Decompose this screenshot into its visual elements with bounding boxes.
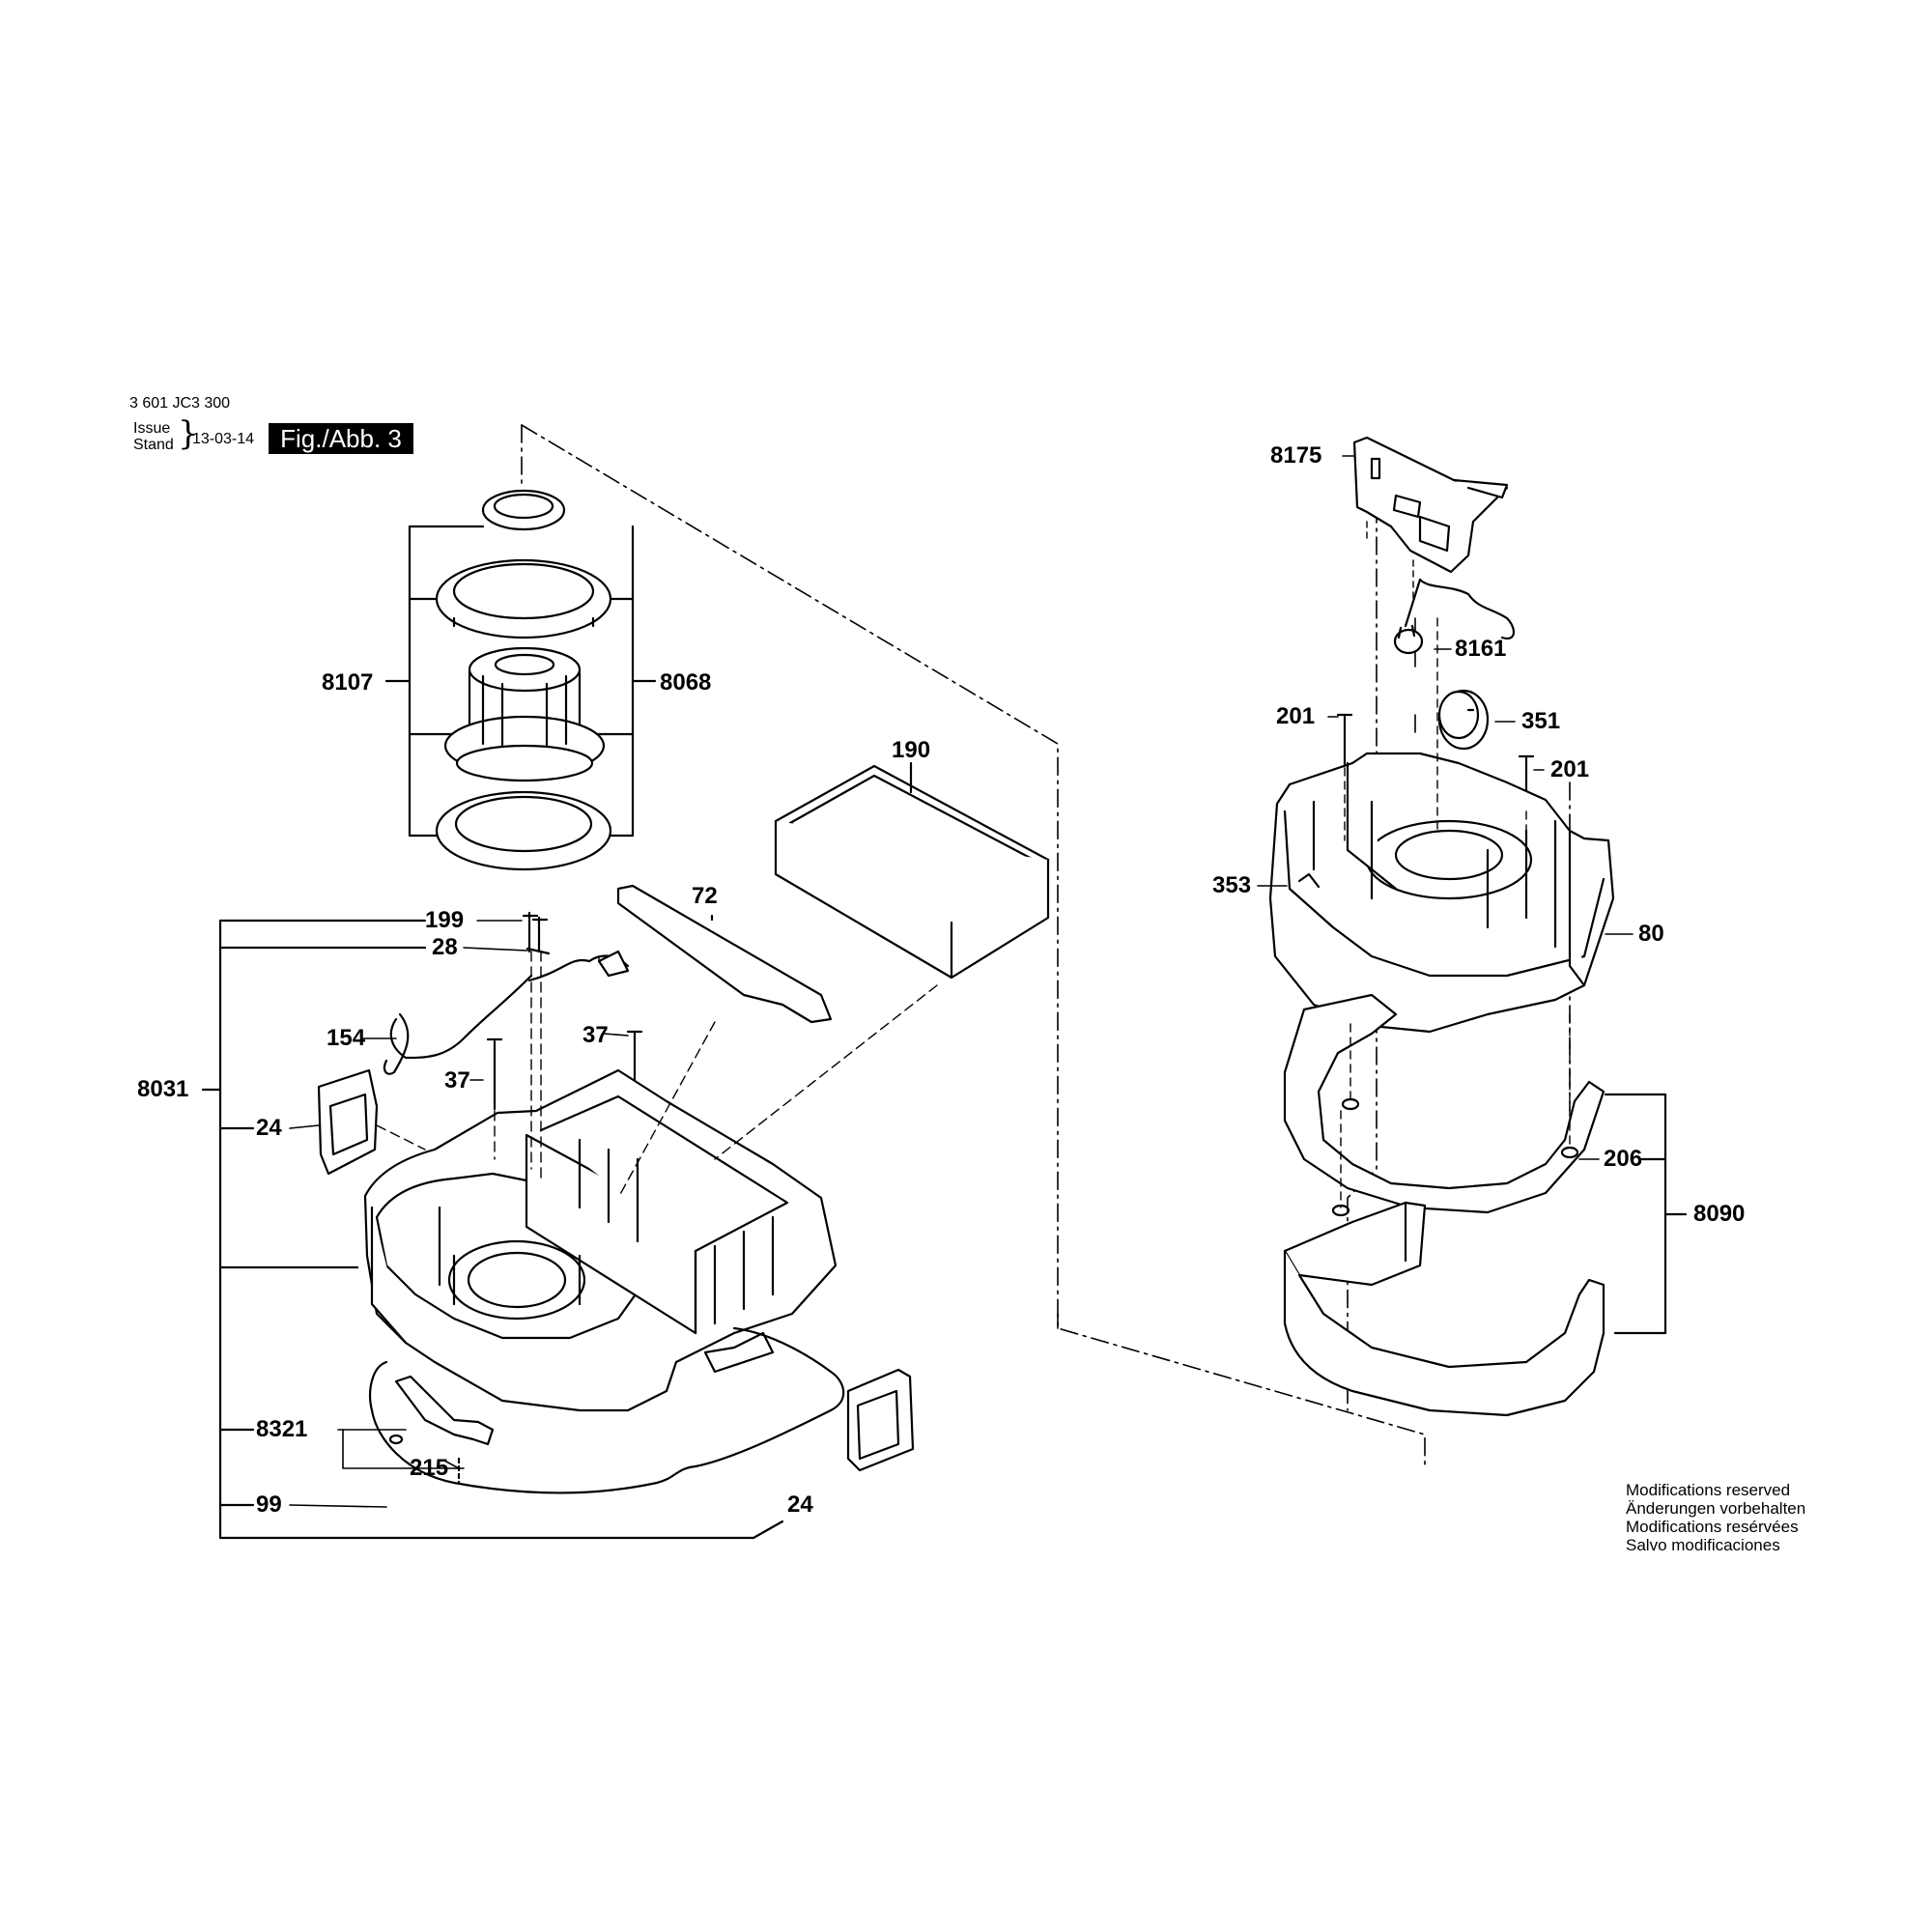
- power-cable: [383, 950, 630, 1075]
- part-number: 3 601 JC3 300: [129, 395, 231, 412]
- guide-lines-right: [1340, 617, 1571, 1208]
- callout-8175: 8175: [1270, 442, 1322, 469]
- assembly-bracket-8090: [1604, 1093, 1688, 1335]
- latch-left: [317, 1068, 379, 1176]
- guide-lines-left: [376, 951, 938, 1199]
- callout-72: 72: [692, 883, 718, 909]
- callout-24-right: 24: [787, 1492, 813, 1518]
- callout-28: 28: [432, 934, 458, 960]
- motor-seal-top: [481, 489, 566, 531]
- callout-8068: 8068: [660, 669, 712, 696]
- base-housing: [363, 1068, 838, 1412]
- leaders-right: [1257, 455, 1634, 1160]
- seal-cord-99: [369, 1326, 845, 1494]
- callout-37-upper: 37: [582, 1022, 609, 1048]
- callout-351: 351: [1521, 708, 1561, 734]
- knob-351: [1437, 689, 1490, 751]
- note-line-fr: Modifications resérvées: [1626, 1518, 1799, 1536]
- callout-206: 206: [1604, 1146, 1643, 1172]
- callout-201-left: 201: [1276, 703, 1316, 729]
- callout-24-left: 24: [256, 1115, 282, 1141]
- callout-8031: 8031: [137, 1076, 189, 1102]
- callout-154: 154: [327, 1025, 366, 1051]
- circuit-board: [1352, 436, 1509, 574]
- stand-label: Stand: [133, 437, 174, 453]
- callout-353: 353: [1212, 872, 1252, 898]
- rail-72: [616, 884, 833, 1024]
- issue-label: Issue: [133, 420, 171, 437]
- latch-right: [846, 1368, 915, 1472]
- upper-housing-80: [1268, 752, 1615, 1034]
- callout-37-lower: 37: [444, 1067, 470, 1094]
- callout-8090: 8090: [1693, 1201, 1746, 1227]
- motor-ring-lower: [435, 790, 612, 871]
- callout-8107: 8107: [322, 669, 374, 696]
- callout-8161: 8161: [1455, 636, 1507, 662]
- hook-8321: [394, 1375, 495, 1446]
- note-line-en: Modifications reserved: [1626, 1481, 1791, 1499]
- modifications-note: Modifications reserved Änderungen vorbeh…: [1626, 1481, 1805, 1554]
- brace-glyph: }: [178, 414, 199, 453]
- issue-date: 13-03-14: [192, 431, 255, 447]
- bumper-upper: [1283, 993, 1605, 1214]
- bumper-lower: [1283, 1201, 1605, 1417]
- note-line-de: Änderungen vorbehalten: [1626, 1499, 1806, 1518]
- callout-80: 80: [1638, 921, 1664, 947]
- assembly-boundary-left: [521, 424, 1426, 1469]
- issue-stand-label: Issue Stand: [133, 420, 174, 453]
- callout-8321: 8321: [256, 1416, 308, 1442]
- callout-190: 190: [892, 737, 931, 763]
- figure-badge: Fig./Abb. 3: [269, 423, 413, 454]
- assembly-bracket-8031: [201, 919, 784, 1540]
- filter-cartridge: [774, 764, 1050, 980]
- leaders-left: [289, 920, 629, 1508]
- callout-215: 215: [410, 1455, 449, 1481]
- motor-body: [443, 646, 606, 782]
- motor-ring-upper: [435, 558, 612, 639]
- callout-201-right: 201: [1550, 756, 1590, 782]
- callout-199: 199: [425, 907, 465, 933]
- note-line-es: Salvo modificaciones: [1626, 1536, 1780, 1554]
- callout-99: 99: [256, 1492, 282, 1518]
- sensor-8161: [1393, 578, 1515, 655]
